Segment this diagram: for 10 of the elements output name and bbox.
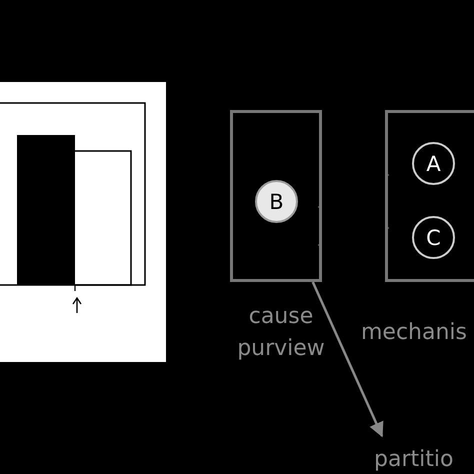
box-heading: cause purview bbox=[236, 303, 326, 363]
node-letter: C bbox=[426, 226, 441, 250]
arrow bbox=[312, 281, 384, 438]
box-heading: mechanis bbox=[361, 319, 468, 347]
node-circle bbox=[412, 216, 455, 259]
node-circle bbox=[255, 180, 298, 223]
node-circle bbox=[412, 142, 455, 185]
node-letter: A bbox=[426, 152, 441, 176]
text-label: partitio bbox=[374, 446, 454, 474]
node-letter: B bbox=[269, 190, 284, 214]
